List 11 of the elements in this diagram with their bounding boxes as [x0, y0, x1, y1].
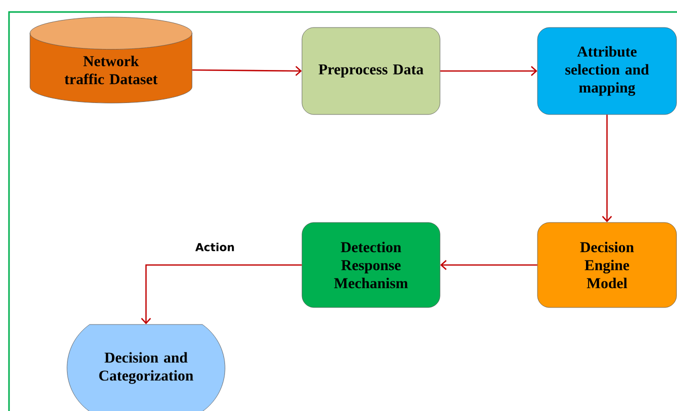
edge-label: Action: [194, 242, 236, 252]
arrow: [602, 114, 612, 222]
arrow: [440, 260, 538, 270]
database-cylinder: Network traffic Dataset: [30, 16, 192, 104]
arrow: [141, 264, 302, 324]
arrow: [192, 66, 302, 76]
process-box: Decision Engine Model: [537, 222, 677, 308]
arrow: [440, 66, 538, 76]
process-box: Attribute selection and mapping: [537, 27, 677, 115]
process-box: Preprocess Data: [302, 27, 440, 115]
process-box: Detection Response Mechanism: [302, 222, 440, 308]
